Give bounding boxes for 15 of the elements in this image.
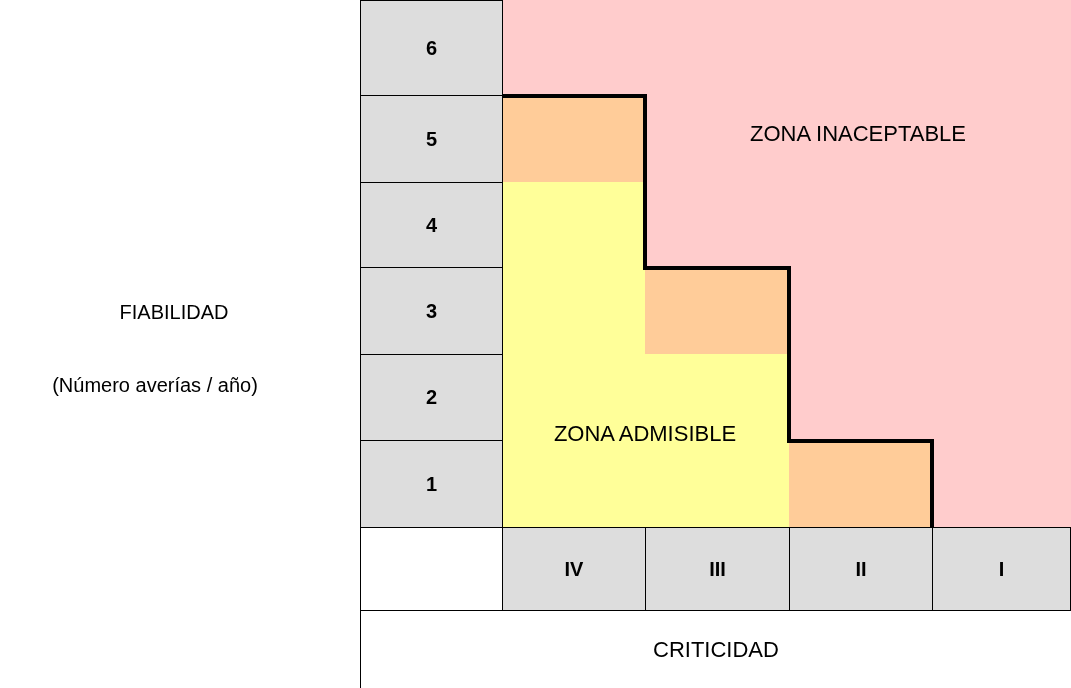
column-header: IV [502,527,646,611]
zone-label: ZONA INACEPTABLE [750,121,966,147]
row-header: 1 [360,440,503,528]
row-header: 6 [360,0,503,96]
column-header: II [789,527,933,611]
row-header: 2 [360,354,503,441]
axis-title: FIABILIDAD [119,300,229,324]
row-header: 5 [360,95,503,183]
column-header: I [932,527,1071,611]
zone-label: ZONA ADMISIBLE [553,421,737,447]
row-header: 4 [360,182,503,268]
axis-title: CRITICIDAD [653,636,779,663]
axis-subtitle: (Número averías / año) [52,373,258,397]
row-header: 3 [360,267,503,355]
column-header: III [645,527,790,611]
